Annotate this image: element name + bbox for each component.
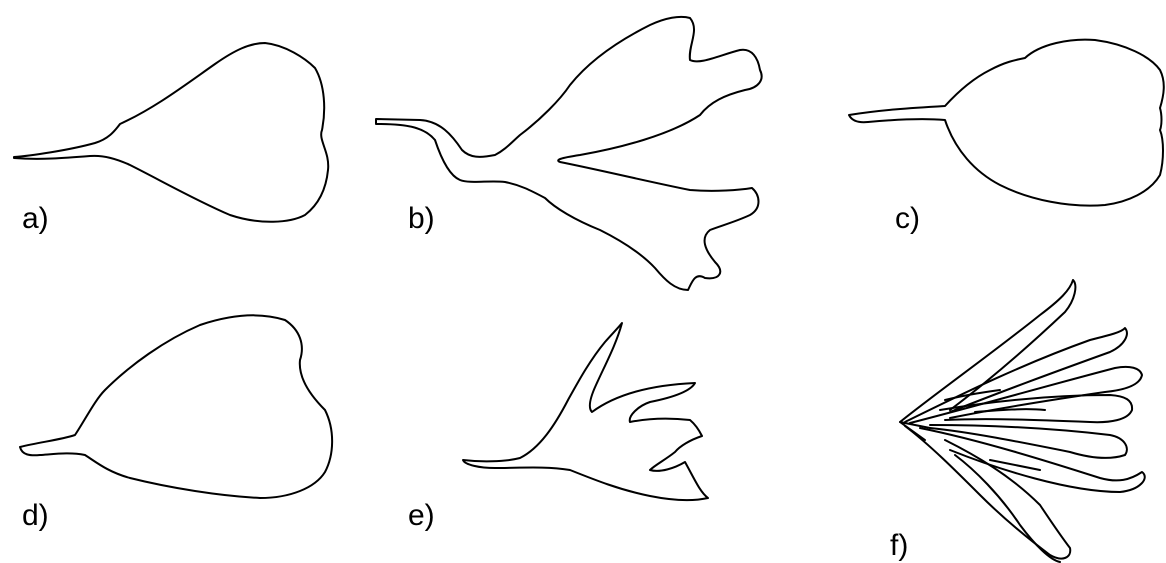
leaf-outline-b <box>376 17 762 290</box>
leaf-outline-f-lobe-7 <box>905 426 1070 559</box>
panel-c: c) <box>849 40 1164 235</box>
leaf-outline-f-base <box>900 422 930 440</box>
panel-label-a: a) <box>22 202 49 235</box>
leaf-outline-d <box>20 315 332 498</box>
panel-label-b: b) <box>408 202 435 235</box>
leaf-outline-f-lobe-2 <box>905 328 1127 422</box>
leaf-outline-f-lobe-6 <box>920 428 1145 492</box>
panel-d: d) <box>20 315 332 532</box>
leaf-outline-c <box>849 40 1164 206</box>
leaf-outline-f-inner-3 <box>990 460 1040 470</box>
leaf-outline-e <box>463 323 708 500</box>
panel-label-d: d) <box>22 499 49 532</box>
panel-e: e) <box>408 323 708 532</box>
panel-a: a) <box>14 43 328 235</box>
panel-f: f) <box>890 280 1145 562</box>
panel-label-c: c) <box>895 202 920 235</box>
panel-b: b) <box>376 17 762 290</box>
leaf-outline-f-inner-2 <box>975 409 1045 412</box>
panel-label-f: f) <box>890 529 908 562</box>
leaf-outline-a <box>14 43 328 222</box>
panel-label-e: e) <box>408 499 435 532</box>
